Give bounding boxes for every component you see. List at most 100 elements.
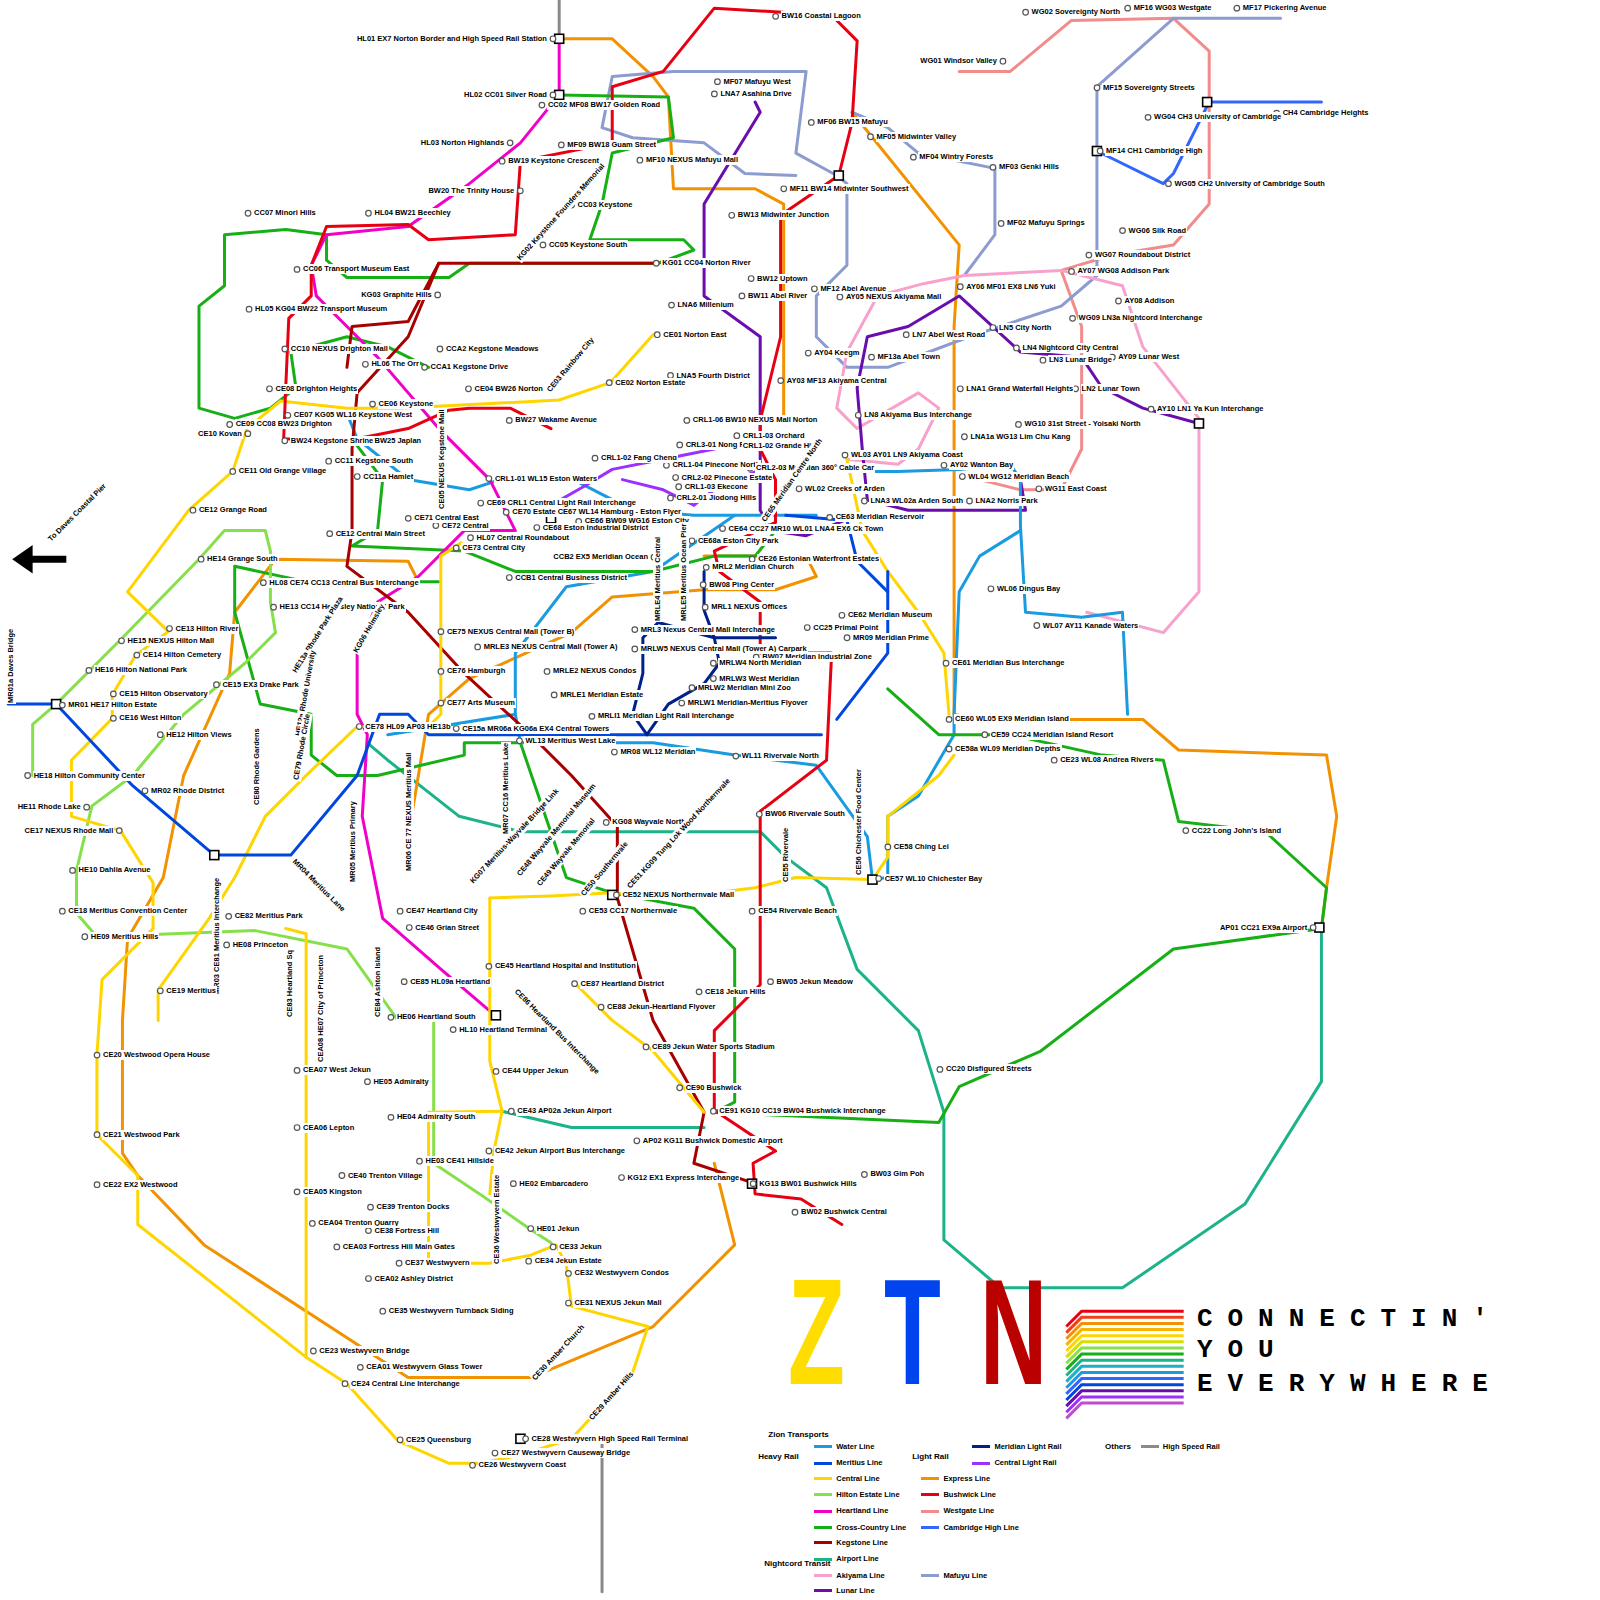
legend-swatch <box>814 1510 832 1513</box>
station-label: LN3 Lunar Bridge <box>1048 355 1113 365</box>
station-label: LNA6 Millenium <box>677 300 735 310</box>
station-dot <box>580 908 586 914</box>
station-dot <box>327 531 333 537</box>
station-label: MR01a Daves Bridge <box>6 628 16 704</box>
station-label: CE16 West Hilton <box>118 713 182 723</box>
station-label: AY08 Addison <box>1123 296 1175 306</box>
station-label: To Daves Coastal Pier <box>45 481 109 545</box>
station-label: CE85 HL09a Heartland <box>409 977 491 987</box>
rail-route <box>558 0 561 39</box>
interchange-marker <box>1203 98 1212 107</box>
station-label: BW20 The Trinity House <box>427 186 515 196</box>
station-dot <box>756 811 762 817</box>
station-dot <box>486 476 492 482</box>
station-label: LNA1a WG13 Lim Chu Kang <box>969 432 1071 442</box>
station-dot <box>245 210 251 216</box>
station-dot <box>988 586 994 592</box>
station-dot <box>1125 5 1131 11</box>
rail-route <box>959 18 1209 489</box>
legend-entry: Airport Line <box>814 1554 879 1564</box>
station-label: WL11 Rivervale North <box>741 751 820 761</box>
tagline: EVERYWHERE <box>1196 1371 1504 1397</box>
station-label: BW25 Japlan <box>373 436 422 446</box>
station-dot <box>632 627 638 633</box>
station-label: CE28 Westwyvern High Speed Rail Terminal <box>531 1434 689 1444</box>
station-label: CC07 Minori Hills <box>253 208 317 218</box>
station-label: WG11 East Coast <box>1044 484 1108 494</box>
legend-swatch <box>814 1541 832 1544</box>
station-dot <box>827 515 833 521</box>
legend-swatch <box>1141 1445 1159 1448</box>
station-dot <box>84 804 90 810</box>
station-dot <box>282 438 288 444</box>
station-dot <box>539 102 545 108</box>
station-dot <box>116 828 122 834</box>
station-label: WL13 Meritius West Lake <box>524 736 616 746</box>
station-dot <box>566 1271 572 1277</box>
legend-entry: Cross-Country Line <box>814 1523 906 1533</box>
station-dot <box>778 378 784 384</box>
station-dot <box>506 575 512 581</box>
station-label: CE34 Jekun Estate <box>534 1256 603 1266</box>
station-label: MR09 Meridian Prime <box>852 633 930 643</box>
station-label: CE26 Westwyvern Coast <box>478 1460 567 1470</box>
station-label: CRL1-01 WL15 Eston Waters <box>494 474 598 484</box>
station-label: CE72 Central <box>441 521 490 531</box>
station-label: CE11 Old Grange Village <box>238 466 327 476</box>
rail-route <box>284 8 857 1224</box>
legend-heading: Light Rail <box>911 1452 949 1462</box>
legend-entry: Akiyama Line <box>814 1571 884 1581</box>
legend-text: Kegstone Line <box>836 1538 888 1547</box>
station-dot <box>1070 316 1076 322</box>
station-label: CE10 Kovan <box>197 429 243 439</box>
station-label: MRLE3 NEXUS Central Mall (Tower A) <box>483 642 619 652</box>
station-dot <box>134 652 140 658</box>
station-dot <box>294 267 300 273</box>
station-dot <box>943 660 949 666</box>
station-dot <box>614 892 620 898</box>
legend-swatch <box>921 1574 939 1577</box>
rail-route <box>852 112 995 275</box>
station-dot <box>366 1276 372 1282</box>
station-label: MR04 Meritius Lane <box>289 857 347 915</box>
logo-letter: T <box>884 1257 941 1407</box>
legend-text: Central Line <box>836 1474 879 1483</box>
station-dot <box>528 1226 534 1232</box>
station-label: HE09 Meritius Hills <box>90 932 160 942</box>
station-label: HE05 Admiralty <box>372 1077 429 1087</box>
station-dot <box>326 458 332 464</box>
station-dot <box>82 934 88 940</box>
station-dot <box>397 908 403 914</box>
station-label: BW11 Abel River <box>747 291 808 301</box>
station-label: CE75 NEXUS Central Mall (Tower B) <box>446 627 575 637</box>
station-label: KG03 Graphite Hills <box>360 290 432 300</box>
station-label: CEA03 Fortress Hill Main Gates <box>342 1242 456 1252</box>
station-dot <box>94 1052 100 1058</box>
station-label: HE04 Admiralty South <box>396 1112 477 1122</box>
interchange-marker <box>834 171 843 180</box>
rail-route <box>352 439 775 572</box>
station-dot <box>876 876 882 882</box>
station-label: AP01 CC21 EX9a Airport <box>1219 923 1308 933</box>
station-label: LNA2 Norris Park <box>974 496 1038 506</box>
station-label: CE29 Amber Hills <box>586 1369 636 1423</box>
station-label: CE03 Rainbow City <box>544 335 597 395</box>
station-dot <box>526 1258 532 1264</box>
station-dot <box>855 413 861 419</box>
rail-route <box>158 543 461 1021</box>
station-dot <box>370 401 376 407</box>
station-label: CH4 Cambridge Heights <box>1282 108 1370 118</box>
station-dot <box>396 1260 402 1266</box>
station-dot <box>958 284 964 290</box>
station-label: CRL1-06 BW10 NEXUS Mall Norton <box>692 415 819 425</box>
station-label: MRLE5 Meritius Ocean Pier <box>679 523 689 623</box>
legend-entry: Central Line <box>814 1474 879 1484</box>
station-label: HL03 Norton Highlands <box>420 138 505 148</box>
station-dot <box>94 1182 100 1188</box>
station-dot <box>911 154 917 160</box>
legend-text: Bushwick Line <box>943 1490 996 1499</box>
station-label: CRL1-03 Ekecone <box>684 482 749 492</box>
station-label: MRLW2 Meridian Mini Zoo <box>697 683 792 693</box>
station-label: CCB2 EX5 Meridian Ocean <box>552 552 649 562</box>
station-label: CE84 Ashton Island <box>373 946 383 1018</box>
